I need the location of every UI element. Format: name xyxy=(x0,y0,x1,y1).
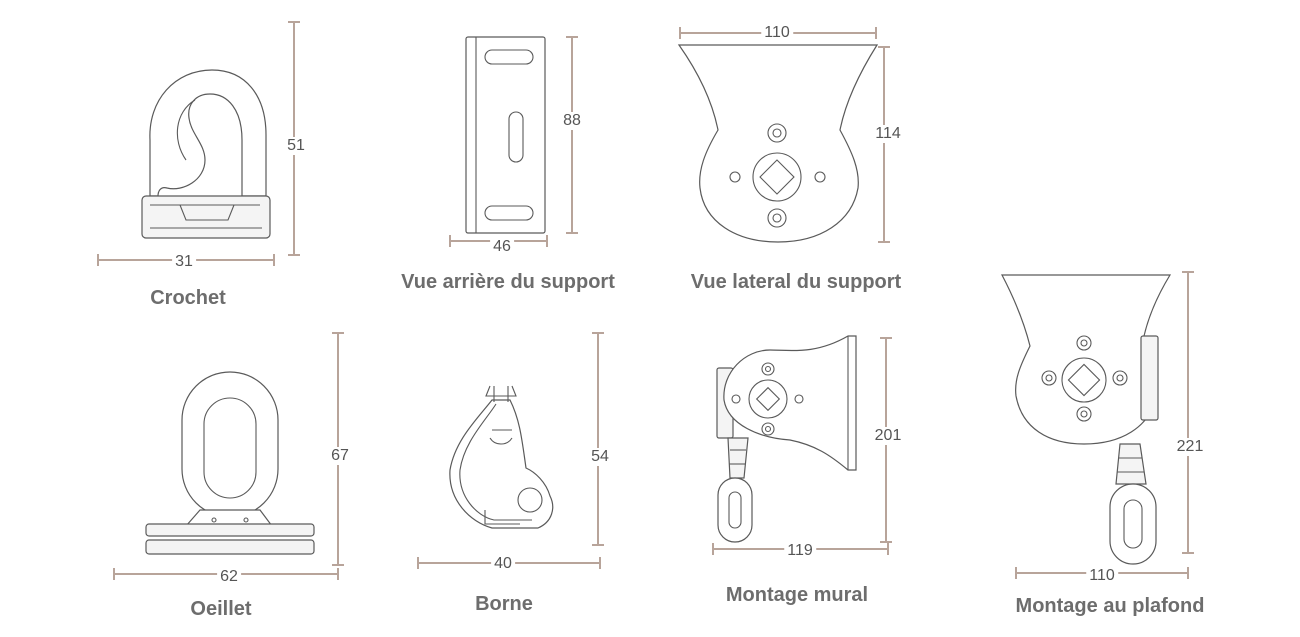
wall-mount-height-value: 201 xyxy=(871,427,905,445)
end-profile-width-value: 40 xyxy=(491,555,515,573)
wall-mount-width-value: 119 xyxy=(784,542,816,560)
hook-drawing xyxy=(141,69,271,239)
bracket-back-height-value: 88 xyxy=(560,112,584,130)
hook-height-value: 51 xyxy=(284,137,308,155)
bracket-side-height-value: 114 xyxy=(872,125,904,143)
bracket-side-caption: Vue lateral du support xyxy=(690,271,902,293)
wall-mount-caption: Montage mural xyxy=(725,584,869,606)
end-profile-caption: Borne xyxy=(475,593,533,615)
bracket-back-view-drawing xyxy=(465,36,546,234)
wall-mount-drawing xyxy=(716,335,857,543)
ceiling-mount-drawing xyxy=(1001,274,1172,565)
bracket-side-width-value: 110 xyxy=(761,24,793,42)
eyelet-drawing xyxy=(145,371,315,555)
bracket-back-caption: Vue arrière du support xyxy=(401,271,615,293)
hook-width-value: 31 xyxy=(172,253,196,271)
hook-caption: Crochet xyxy=(150,287,226,309)
end-profile-height-value: 54 xyxy=(588,448,612,466)
eyelet-caption: Oeillet xyxy=(190,598,252,620)
bracket-back-width-value: 46 xyxy=(490,238,514,256)
ceiling-mount-height-value: 221 xyxy=(1173,438,1207,456)
eyelet-width-value: 62 xyxy=(217,568,241,586)
eyelet-height-value: 67 xyxy=(328,447,352,465)
bracket-side-view-drawing xyxy=(677,44,879,243)
end-profile-drawing xyxy=(449,385,554,529)
ceiling-mount-caption: Montage au plafond xyxy=(1015,595,1205,617)
ceiling-mount-width-value: 110 xyxy=(1086,567,1118,585)
